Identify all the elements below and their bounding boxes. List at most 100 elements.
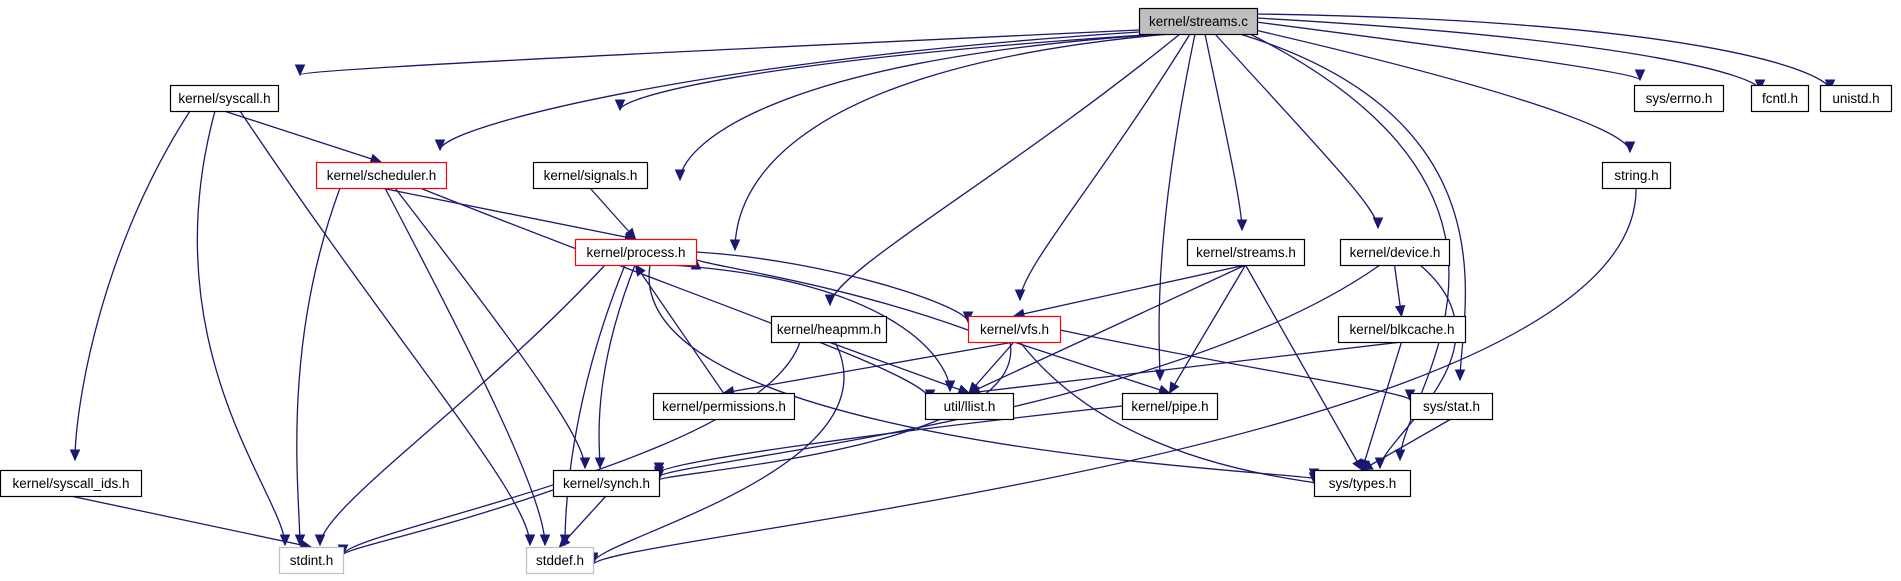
edge-arrowhead: [594, 457, 606, 470]
edge-line: [589, 187, 636, 240]
edge-device-h-to-blkcache-h: [1393, 264, 1406, 318]
edge-line: [679, 33, 1166, 181]
node-box: [1750, 84, 1810, 113]
node-permissions-h[interactable]: kernel/permissions.h: [652, 392, 796, 421]
node-llist-h[interactable]: util/llist.h: [924, 392, 1015, 421]
node-scheduler-h[interactable]: kernel/scheduler.h: [315, 161, 448, 190]
node-pipe-h[interactable]: kernel/pipe.h: [1121, 392, 1219, 421]
node-box: [525, 546, 595, 575]
edge-line: [419, 187, 931, 401]
edge-line: [1059, 329, 1411, 401]
node-box: [967, 315, 1062, 344]
node-errno-h[interactable]: sys/errno.h: [1633, 84, 1725, 113]
edge-streams-c-to-device-h: [1214, 33, 1384, 230]
edge-line: [592, 341, 845, 564]
node-label: kernel/synch.h: [563, 476, 650, 491]
node-unistd-h[interactable]: unistd.h: [1819, 84, 1893, 113]
edge-line: [648, 264, 1315, 480]
edge-line: [1255, 13, 1831, 91]
node-label: unistd.h: [1832, 91, 1879, 106]
node-label: kernel/streams.h: [1196, 245, 1296, 260]
node-label: kernel/blkcache.h: [1349, 322, 1454, 337]
edge-arrowhead: [824, 294, 836, 307]
edge-streams-c-to-permissions-h: [729, 33, 1171, 252]
edge-line: [196, 110, 286, 546]
edge-blkcache-h-to-llist-h: [967, 341, 1402, 398]
node-box: [652, 392, 796, 421]
node-syscall-h[interactable]: kernel/syscall.h: [169, 84, 280, 113]
node-box: [1409, 392, 1494, 421]
edge-streams-c-to-scheduler-h: [434, 31, 1140, 152]
node-box: [278, 546, 345, 575]
edge-arrowhead: [624, 227, 637, 240]
edge-streams-h-to-types-h: [1244, 264, 1363, 472]
edge-permissions-h-to-process-h: [634, 263, 725, 394]
edge-streams-c-to-pipe-h: [1154, 33, 1196, 382]
node-device-h[interactable]: kernel/device.h: [1339, 238, 1451, 267]
node-box: [1633, 84, 1725, 113]
edge-stat-h-to-types-h: [1360, 418, 1452, 471]
edge-streams-c-to-fcntl-h: [1255, 17, 1766, 92]
edge-line: [658, 405, 1123, 474]
edge-heapmm-h-to-stddef-h: [587, 341, 845, 565]
node-streams-h[interactable]: kernel/streams.h: [1186, 238, 1306, 267]
edge-arrowhead: [539, 534, 551, 547]
edge-arrowhead: [294, 64, 306, 77]
edge-line: [1244, 264, 1363, 471]
node-string-h[interactable]: string.h: [1601, 161, 1672, 190]
node-signals-h[interactable]: kernel/signals.h: [532, 161, 649, 190]
node-fcntl-h[interactable]: fcntl.h: [1750, 84, 1810, 113]
node-process-h[interactable]: kernel/process.h: [574, 238, 698, 267]
edge-line: [1204, 33, 1243, 231]
node-box: [1337, 315, 1467, 344]
node-stat-h[interactable]: sys/stat.h: [1409, 392, 1494, 421]
edge-syscall-h-to-scheduler-h: [223, 110, 383, 164]
edge-arrowhead: [434, 139, 446, 152]
node-label: kernel/permissions.h: [662, 399, 786, 414]
node-blkcache-h[interactable]: kernel/blkcache.h: [1337, 315, 1467, 344]
edge-line: [1254, 29, 1631, 153]
node-box: [574, 238, 698, 267]
node-synch-h[interactable]: kernel/synch.h: [552, 469, 661, 498]
edge-line: [968, 341, 1402, 394]
node-box: [0, 469, 143, 498]
edge-scheduler-h-to-llist-h: [419, 187, 936, 402]
node-types-h[interactable]: sys/types.h: [1313, 469, 1412, 498]
edge-line: [1361, 418, 1452, 471]
edge-arrowhead: [653, 462, 665, 475]
edge-scheduler-h-to-synch-h: [394, 187, 591, 470]
node-streams-c[interactable]: kernel/streams.c: [1138, 7, 1259, 36]
edge-line: [380, 187, 636, 240]
edge-arrowhead: [524, 534, 536, 547]
nodes-layer: kernel/streams.c kernel/syscall.h kernel/s…: [0, 7, 1893, 575]
node-syscall-ids-h[interactable]: kernel/syscall_ids.h: [0, 469, 143, 498]
node-heapmm-h[interactable]: kernel/heapmm.h: [770, 315, 888, 344]
edge-line: [1255, 17, 1761, 91]
edge-arrowhead: [279, 534, 291, 547]
edge-line: [734, 33, 1171, 251]
edge-syscall-h-to-stdint-h: [196, 110, 291, 547]
edge-line: [1379, 264, 1457, 469]
node-label: sys/types.h: [1329, 476, 1397, 491]
edge-streams-c-to-process-h: [674, 33, 1166, 182]
edge-line: [658, 264, 1381, 478]
edge-process-h-to-vfs-h: [695, 251, 974, 324]
edge-line: [592, 187, 1637, 566]
node-label: stddef.h: [536, 553, 584, 568]
edge-line: [619, 33, 1161, 111]
edge-line: [1158, 33, 1196, 381]
edge-signals-h-to-process-h: [589, 187, 637, 240]
edge-arrowhead: [1394, 449, 1406, 462]
edge-pipe-h-to-synch-h: [653, 405, 1123, 475]
edge-arrowhead: [634, 263, 646, 277]
node-vfs-h[interactable]: kernel/vfs.h: [967, 315, 1062, 344]
edge-arrowhead: [614, 99, 626, 112]
edge-line: [1019, 341, 1315, 484]
edge-arrowhead: [1157, 384, 1171, 395]
edge-process-h-to-stdint-h: [314, 264, 606, 547]
edge-arrowhead: [1624, 141, 1636, 154]
edge-arrowhead: [69, 449, 81, 462]
edge-line: [695, 251, 969, 323]
node-label: kernel/vfs.h: [980, 322, 1049, 337]
edge-line: [669, 264, 951, 392]
